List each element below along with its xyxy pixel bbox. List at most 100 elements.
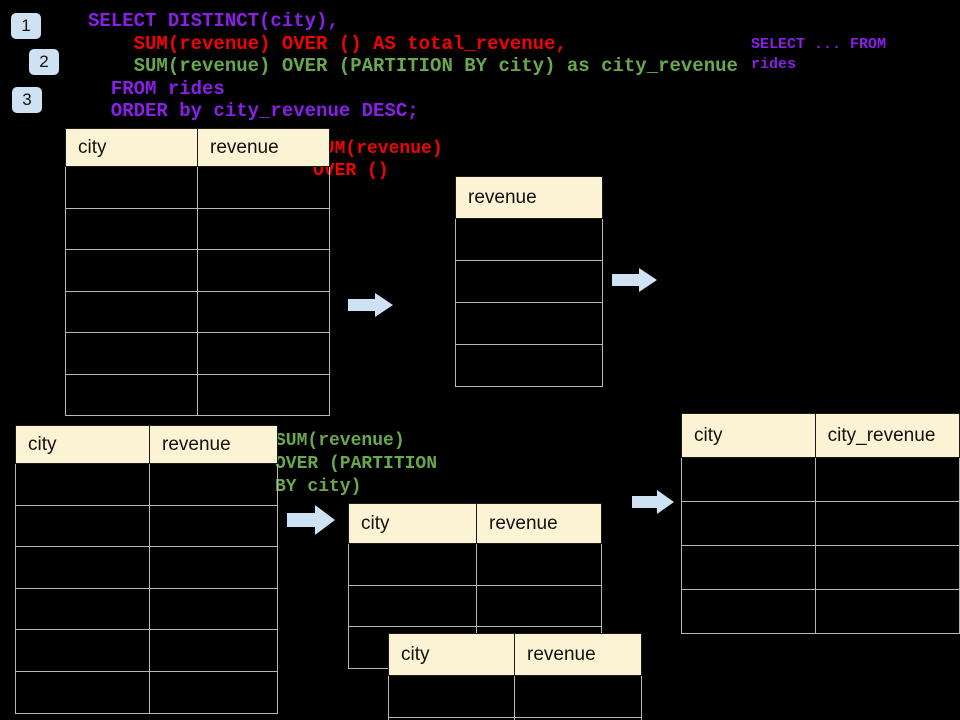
table-cell — [197, 373, 330, 416]
table-cell — [455, 260, 603, 303]
table-row — [681, 457, 960, 502]
table-cell — [149, 587, 278, 631]
column-header: revenue — [455, 176, 603, 219]
table-cell — [455, 302, 603, 345]
outer-query-note: SELECT ... FROM rides — [751, 36, 887, 73]
table-cell — [681, 457, 816, 502]
column-header: revenue — [476, 503, 602, 544]
table-cell — [814, 457, 960, 502]
table-cell — [15, 587, 150, 631]
table-cell — [814, 545, 960, 590]
column-header: city — [15, 425, 150, 464]
column-header: city — [65, 128, 198, 167]
column-header: city — [348, 503, 477, 544]
step-badge-3: 3 — [12, 87, 42, 113]
table-cell — [681, 501, 816, 546]
column-header: revenue — [514, 633, 642, 676]
table-cell — [65, 166, 198, 209]
table-cell — [348, 543, 477, 586]
column-header: revenue — [197, 128, 330, 167]
table-cell — [388, 675, 515, 718]
table-cell — [65, 249, 198, 292]
window-total-note: SUM(revenue) OVER () — [313, 139, 443, 181]
table-cell — [15, 670, 150, 714]
table-cell — [65, 332, 198, 375]
table-row — [348, 543, 602, 586]
table-row — [388, 675, 642, 718]
table-cell — [681, 589, 816, 634]
window-partition-note: SUM(revenue) OVER (PARTITION BY city) — [275, 431, 438, 497]
column-header: city — [681, 413, 816, 458]
table-cell — [65, 373, 198, 416]
column-header: city — [388, 633, 515, 676]
table-row — [15, 629, 278, 672]
table-row — [455, 218, 603, 261]
table-row — [455, 344, 603, 387]
table-cell — [814, 589, 960, 634]
code-line: FROM rides — [88, 77, 225, 100]
step-badge-2: 2 — [29, 49, 59, 75]
column-header: revenue — [149, 425, 278, 464]
table-row — [681, 501, 960, 546]
table-cell — [476, 584, 602, 627]
code-line: SUM(revenue) OVER (PARTITION BY city) as… — [88, 55, 738, 77]
table-row — [65, 207, 330, 250]
code-line: ORDER by city_revenue DESC; — [88, 100, 419, 122]
step-badge-label: 2 — [39, 52, 49, 71]
step-badge-label: 1 — [21, 16, 31, 35]
step-badge-label: 3 — [22, 90, 32, 109]
table-row — [65, 249, 330, 292]
column-header: city_revenue — [814, 413, 960, 458]
table-row — [455, 302, 603, 345]
code-line: SELECT DISTINCT(city), — [88, 10, 339, 32]
table-cell — [149, 546, 278, 589]
table-row — [15, 670, 278, 714]
arrow-right-icon — [348, 293, 393, 317]
table-row — [65, 290, 330, 333]
table-row — [15, 546, 278, 589]
table-cell — [65, 290, 198, 333]
step-badge-1: 1 — [11, 13, 41, 39]
table-cell — [149, 629, 278, 672]
table-cell — [455, 218, 603, 261]
table-cell — [149, 670, 278, 714]
table-cell — [514, 717, 642, 720]
table-cell — [197, 332, 330, 375]
table-row — [455, 260, 603, 303]
table-cell — [197, 166, 330, 209]
table-row — [348, 584, 602, 627]
table-cell — [149, 504, 278, 548]
table-header-row: revenue — [455, 176, 603, 219]
table-cell — [15, 463, 150, 506]
arrow-right-icon — [612, 268, 657, 292]
table-total-revenue-result: revenue — [455, 176, 603, 387]
table-cell — [149, 463, 278, 506]
table-row — [388, 717, 642, 720]
table-cell — [455, 344, 603, 387]
table-cell — [514, 675, 642, 718]
table-row — [681, 589, 960, 634]
table-cell — [197, 207, 330, 250]
table-cell — [65, 207, 198, 250]
table-row — [681, 545, 960, 590]
table-row — [65, 373, 330, 416]
table-row — [15, 504, 278, 548]
arrow-right-icon — [287, 505, 335, 535]
table-cell — [15, 629, 150, 672]
table-row — [65, 166, 330, 209]
table-cell — [197, 249, 330, 292]
table-cell — [197, 290, 330, 333]
table-cell — [15, 504, 150, 548]
table-cell — [348, 584, 477, 627]
table-row — [15, 587, 278, 631]
table-row — [65, 332, 330, 375]
arrow-right-icon — [632, 490, 674, 514]
